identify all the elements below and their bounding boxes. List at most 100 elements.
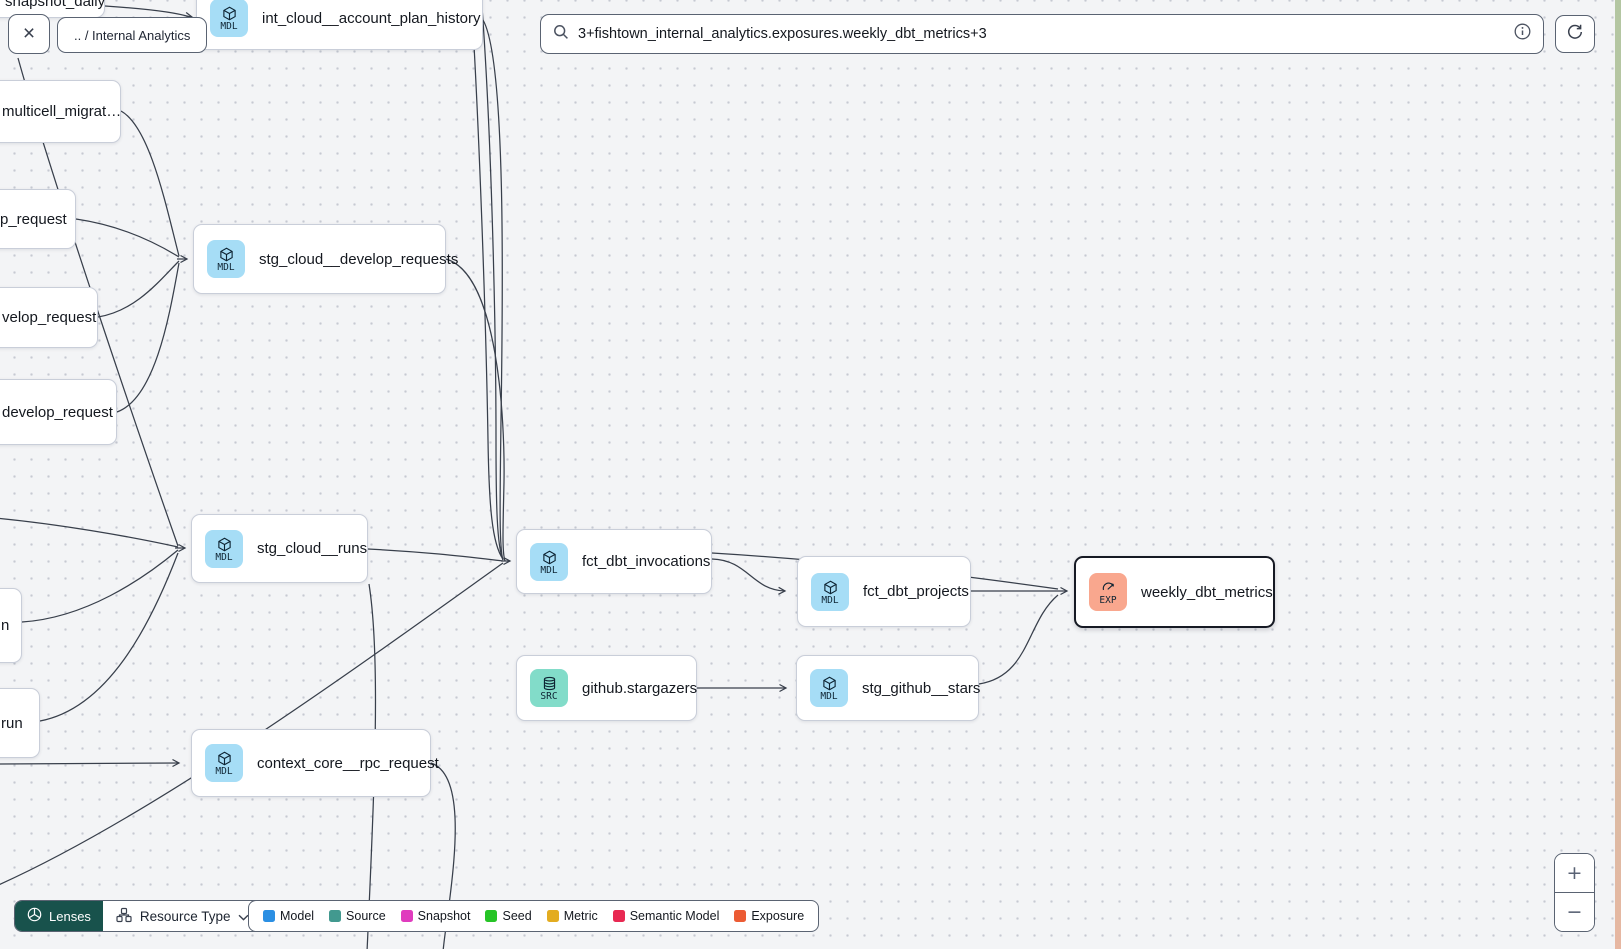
node-github_stargazers[interactable]: SRC github.stargazers (516, 655, 697, 721)
node-stg_github_stars[interactable]: MDL stg_github__stars (796, 655, 981, 721)
node-label: github.stargazers (582, 679, 698, 697)
mdl-type-icon: MDL (207, 240, 245, 278)
lenses-group: Lenses Resource Type (14, 900, 264, 932)
edge-stg_github_stars-to-weekly_dbt_metrics (978, 594, 1059, 685)
edge-develop_request-to-stg_cloud_develop_requests (116, 262, 180, 413)
resource-type-icon (116, 907, 132, 926)
node-label: run (1, 714, 23, 732)
legend-item-exposure: Exposure (734, 909, 804, 923)
edge-run_cut-to-stg_cloud_runs (39, 552, 179, 722)
edge-p_request-to-stg_cloud_develop_requests (75, 218, 180, 258)
node-type-badge: MDL (821, 594, 839, 606)
node-label: develop_request (2, 403, 113, 421)
edge-snapshot_daily-to-int_cloud_account_plan_history (184, 11, 194, 20)
node-label: weekly_dbt_metrics (1141, 583, 1273, 601)
node-label: stg_github__stars (862, 679, 981, 697)
edge-int_cloud_account_plan_history-to-fct_dbt_invocations (482, 19, 504, 561)
edge-n_cut-to-stg_cloud_runs (21, 549, 179, 623)
legend-label: Exposure (751, 909, 805, 923)
search-input[interactable] (578, 26, 1505, 42)
legend-swatch (400, 910, 413, 922)
node-n_cut[interactable]: MDL n (0, 588, 22, 663)
lenses-button[interactable]: Lenses (15, 901, 103, 931)
legend-label: Snapshot (417, 909, 471, 923)
legend-swatch (263, 910, 275, 922)
edge-offscreen_top_b-to-fct_dbt_invocations (480, 0, 504, 561)
resource-type-selector[interactable]: Resource Type (102, 901, 263, 931)
breadcrumb[interactable]: .. / Internal Analytics (57, 17, 208, 53)
close-button[interactable]: × (8, 14, 50, 54)
node-int_cloud_account_plan_history[interactable]: MDL int_cloud__account_plan_history (196, 0, 483, 50)
legend-swatch (612, 910, 625, 922)
resource-type-legend: Model Source Snapshot Seed Metric Semantic Mo… (248, 900, 820, 932)
edge-stg_cloud_develop_requests-to-fct_dbt_invocations (445, 258, 506, 562)
node-p_request[interactable]: MDL p_request (0, 189, 76, 249)
edge-fct_dbt_invocations-to-fct_dbt_projects (711, 558, 787, 595)
legend-label: Source (346, 909, 386, 923)
info-icon[interactable] (1514, 23, 1531, 45)
refresh-icon (1566, 23, 1584, 46)
node-fct_dbt_projects[interactable]: MDL fct_dbt_projects (797, 556, 971, 627)
node-stg_cloud_develop_requests[interactable]: MDL stg_cloud__develop_requests (193, 224, 458, 294)
legend-swatch (329, 910, 342, 922)
zoom-in-button[interactable]: + (1555, 854, 1594, 892)
node-type-badge: EXP (1099, 595, 1117, 606)
resource-type-label: Resource Type (139, 908, 231, 924)
mdl-type-icon: MDL (811, 572, 849, 611)
node-multicell_migrat[interactable]: MDL multicell_migrat… (0, 80, 121, 143)
search-bar (540, 14, 1544, 54)
node-fct_dbt_invocations[interactable]: MDL fct_dbt_invocations (516, 529, 712, 594)
node-run_cut[interactable]: MDL run (0, 688, 40, 758)
edge-offscreen_bottom_left-to-fct_dbt_invocations (0, 562, 504, 885)
legend-swatch (734, 910, 747, 922)
node-snapshot_daily[interactable]: MDL snapshot_daily (0, 0, 105, 18)
legend-item-semantic-model: Semantic Model (612, 909, 719, 923)
node-label: fct_dbt_invocations (582, 553, 711, 570)
chevron-down-icon (238, 909, 249, 924)
node-type-badge: MDL (215, 766, 233, 777)
lenses-icon (27, 907, 42, 925)
node-type-badge: MDL (217, 262, 235, 273)
legend-swatch (485, 910, 498, 922)
node-label: fct_dbt_projects (863, 583, 969, 600)
legend-item-seed: Seed (485, 909, 532, 923)
mdl-type-icon: MDL (205, 529, 243, 568)
legend-item-snapshot: Snapshot (400, 909, 471, 923)
legend-swatch (546, 910, 559, 922)
mdl-type-icon: MDL (210, 0, 248, 37)
edge-multicell_migrat-to-stg_cloud_develop_requests (120, 110, 180, 257)
edge-offscreen_top_a-to-fct_dbt_invocations (470, 0, 504, 560)
edge-snapshot_daily-to-int_cloud_account_plan_history (104, 5, 191, 18)
node-type-badge: MDL (540, 564, 558, 576)
node-type-badge: MDL (220, 21, 238, 32)
refresh-button[interactable] (1555, 15, 1595, 53)
node-weekly_dbt_metrics[interactable]: EXP weekly_dbt_metrics (1074, 556, 1275, 628)
node-velop_request[interactable]: MDL velop_request (0, 287, 98, 348)
node-label: int_cloud__account_plan_history (262, 9, 481, 27)
edge-offscreen_left-to-context_core_rpc_request (0, 758, 181, 768)
mdl-type-icon: MDL (530, 542, 568, 581)
node-context_core_rpc_request[interactable]: MDL context_core__rpc_request (191, 729, 439, 797)
mdl-type-icon: MDL (810, 669, 848, 707)
node-stg_cloud_runs[interactable]: MDL stg_cloud__runs (191, 514, 368, 583)
node-type-badge: MDL (215, 551, 233, 563)
node-type-badge: SRC (540, 691, 558, 702)
lenses-label: Lenses (49, 908, 91, 924)
legend-label: Model (280, 909, 315, 923)
exp-type-icon: EXP (1089, 573, 1127, 611)
edge-stg_cloud_runs-to-fct_dbt_invocations (367, 548, 504, 562)
zoom-out-button[interactable]: − (1555, 893, 1594, 931)
legend-item-model: Model (263, 909, 314, 923)
legend-item-metric: Metric (546, 909, 598, 923)
edge-velop_request-to-stg_cloud_develop_requests (97, 260, 180, 318)
node-label: stg_cloud__runs (257, 540, 368, 557)
node-label: velop_request (2, 309, 97, 326)
node-develop_request[interactable]: MDL develop_request (0, 379, 117, 445)
src-type-icon: SRC (530, 669, 568, 707)
zoom-control: + − (1554, 853, 1595, 932)
node-type-badge: MDL (820, 691, 838, 702)
edge-context_core_rpc_request-to-offscreen_bottom (430, 762, 456, 949)
desktop-edge-strip (1615, 0, 1621, 949)
